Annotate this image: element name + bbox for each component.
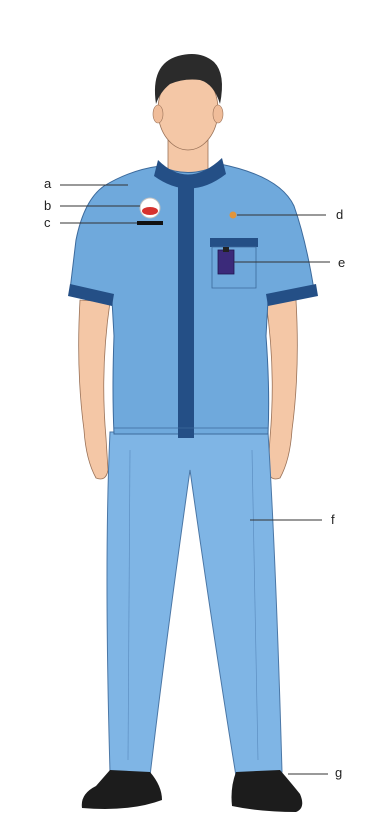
shirt-placket bbox=[178, 180, 194, 438]
collar-pin bbox=[230, 212, 237, 219]
label-f: f bbox=[331, 513, 335, 527]
right-ear bbox=[213, 105, 223, 123]
logo-badge-red bbox=[142, 207, 158, 215]
label-d: d bbox=[336, 208, 343, 222]
right-shoe bbox=[232, 770, 303, 812]
left-ear bbox=[153, 105, 163, 123]
trousers bbox=[107, 432, 282, 776]
left-forearm bbox=[79, 300, 110, 479]
breast-pocket-flap bbox=[210, 238, 258, 247]
label-g: g bbox=[335, 766, 342, 780]
label-b: b bbox=[44, 199, 51, 213]
label-c: c bbox=[44, 216, 51, 230]
left-shoe bbox=[82, 770, 162, 809]
label-e: e bbox=[338, 256, 345, 270]
id-card bbox=[218, 250, 234, 274]
label-a: a bbox=[44, 177, 51, 191]
name-tag-bar bbox=[137, 221, 163, 225]
id-card-clip bbox=[223, 247, 229, 252]
right-forearm bbox=[266, 300, 297, 479]
